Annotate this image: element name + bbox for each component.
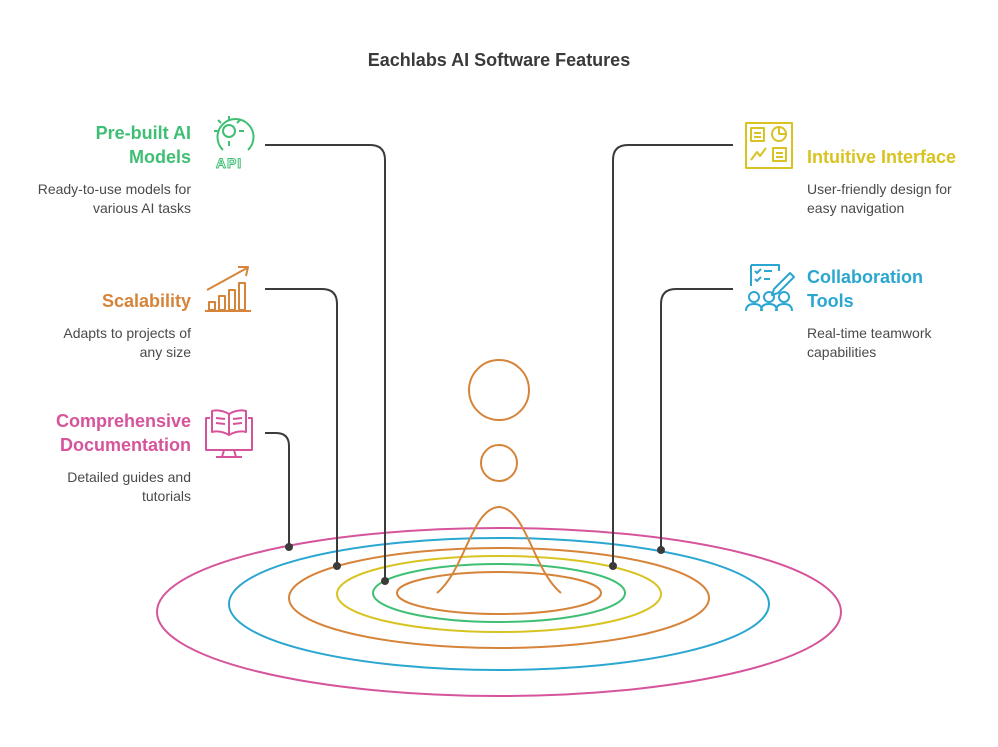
- connector-collaboration: [660, 288, 733, 550]
- splash-peak: [436, 505, 562, 594]
- connector-dot-documentation: [285, 543, 293, 551]
- feature-desc-line: capabilities: [807, 344, 877, 360]
- feature-desc-line: easy navigation: [807, 200, 905, 216]
- feature-desc-line: various AI tasks: [92, 200, 191, 216]
- ring-blue: [228, 537, 770, 671]
- feature-desc-line: Real-time teamwork: [807, 325, 932, 341]
- connector-dot-intuitive: [609, 562, 617, 570]
- feature-title-line: Collaboration: [807, 267, 923, 287]
- ring-pink: [156, 527, 842, 697]
- feature-title-collaboration: Collaboration Tools: [807, 265, 992, 313]
- team-checklist-icon: [745, 264, 795, 312]
- feature-title-documentation: Comprehensive Documentation: [0, 409, 191, 457]
- feature-title-scalability: Scalability: [0, 289, 191, 313]
- book-monitor-icon: [205, 409, 253, 458]
- droplet-small: [480, 444, 518, 482]
- feature-desc-line: Ready-to-use models for: [37, 181, 191, 197]
- api-icon-text: API: [216, 155, 242, 171]
- feature-title-line: Pre-built AI: [95, 123, 191, 143]
- connector-dot-collaboration: [657, 546, 665, 554]
- feature-title-intuitive-interface: Intuitive Interface: [807, 145, 992, 169]
- feature-title-line: Tools: [807, 291, 854, 311]
- connector-prebuilt-models: [265, 144, 386, 581]
- droplet-large: [468, 359, 530, 421]
- connector-dot-prebuilt: [381, 577, 389, 585]
- feature-desc-line: Adapts to projects of: [63, 325, 191, 341]
- gear-api-icon: API: [214, 116, 255, 172]
- feature-title-line: Scalability: [101, 291, 191, 311]
- growth-chart-icon: [205, 266, 251, 312]
- dashboard-icon: [745, 122, 793, 169]
- ring-center: [396, 571, 602, 615]
- feature-desc-collaboration: Real-time teamwork capabilities: [807, 324, 992, 362]
- connector-intuitive-interface: [612, 144, 733, 566]
- feature-title-line: Documentation: [59, 435, 191, 455]
- feature-title-prebuilt-models: Pre-built AI Models: [0, 121, 191, 169]
- feature-desc-prebuilt-models: Ready-to-use models for various AI tasks: [0, 180, 191, 218]
- feature-desc-line: Detailed guides and: [67, 469, 191, 485]
- feature-title-line: Models: [128, 147, 191, 167]
- ring-orange: [288, 547, 710, 649]
- feature-desc-scalability: Adapts to projects of any size: [0, 324, 191, 362]
- diagram-title: Eachlabs AI Software Features: [367, 50, 631, 70]
- feature-desc-line: User-friendly design for: [807, 181, 952, 197]
- feature-desc-documentation: Detailed guides and tutorials: [0, 468, 191, 506]
- connector-documentation: [265, 432, 290, 547]
- feature-desc-line: any size: [139, 344, 191, 360]
- ring-yellow: [336, 555, 662, 633]
- connector-dot-scalability: [333, 562, 341, 570]
- feature-title-line: Comprehensive: [55, 411, 191, 431]
- connector-scalability: [265, 288, 338, 566]
- ring-green: [372, 563, 626, 623]
- feature-desc-intuitive-interface: User-friendly design for easy navigation: [807, 180, 992, 218]
- feature-title-line: Intuitive Interface: [807, 147, 957, 167]
- feature-desc-line: tutorials: [141, 488, 191, 504]
